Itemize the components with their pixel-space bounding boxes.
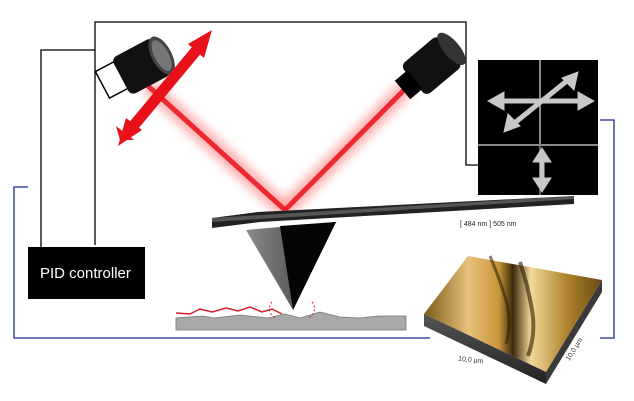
- control-wires: [40, 21, 480, 247]
- topography-trace: [175, 306, 283, 315]
- height-scale-label: [ 484 nm ] 505 nm: [460, 221, 517, 228]
- vertical-arrow-icon: [532, 147, 552, 193]
- feedback-wire: [13, 119, 615, 339]
- laser-beam: [142, 80, 414, 216]
- cantilever-icon: [212, 196, 574, 228]
- tilt-arrow-icon: [116, 30, 212, 146]
- photodetector-icon: [94, 36, 175, 100]
- quadrant-detector: [478, 60, 598, 195]
- laser-diode-icon: [394, 32, 466, 100]
- tip-interaction-arrows: [268, 301, 316, 319]
- lateral-arrow-icon: [486, 71, 596, 133]
- tip-icon: [246, 222, 336, 310]
- pid-controller-box: PID controller: [28, 247, 145, 299]
- pid-controller-label: PID controller: [40, 264, 131, 282]
- afm-3d-image: [424, 255, 602, 384]
- sample: [175, 301, 407, 331]
